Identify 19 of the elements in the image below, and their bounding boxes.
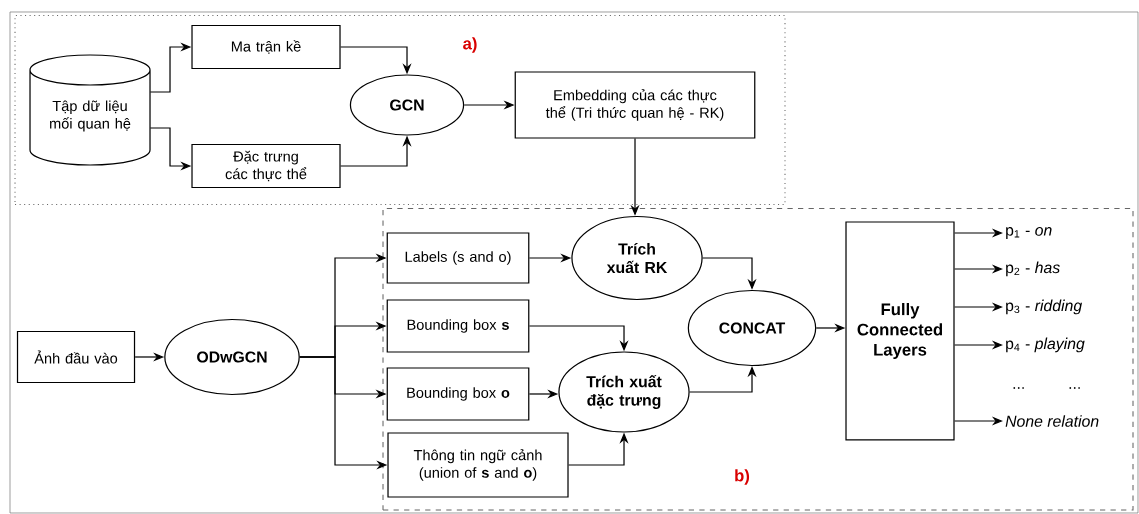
database-cylinder: Tập dữ liệu mối quan hệ [29,54,151,166]
process-box: Ảnh đầu vào [16,330,136,384]
process-box: Bounding box s [386,299,530,353]
output-label: p$_{2}$ - has [1006,261,1060,277]
output-label: p$_{3}$ - ridding [1006,299,1083,315]
ellipsis-label: ... [1069,387,1080,389]
panel-label: b) [735,469,750,485]
process-box: Đặc trưng các thực thể [191,143,341,189]
panel-label: a) [463,37,477,53]
ellipsis-label: ... [1013,387,1024,389]
process-box: Fully Connected Layers [845,221,955,441]
output-label: p$_{1}$ - on [1006,227,1052,239]
process-box: Labels (s and o) [386,232,530,284]
process-box: Embedding của các thực thể (Tri thức quan hệ - RK) [514,71,756,139]
process-box: Ma trận kề [191,24,341,70]
process-box: Thông tin ngữ cảnh (union of s and o) [387,432,569,498]
output-label: p$_{4}$ - playing [1006,337,1085,353]
output-label: None relation [1005,415,1099,427]
process-box: Bounding box o [386,367,530,421]
